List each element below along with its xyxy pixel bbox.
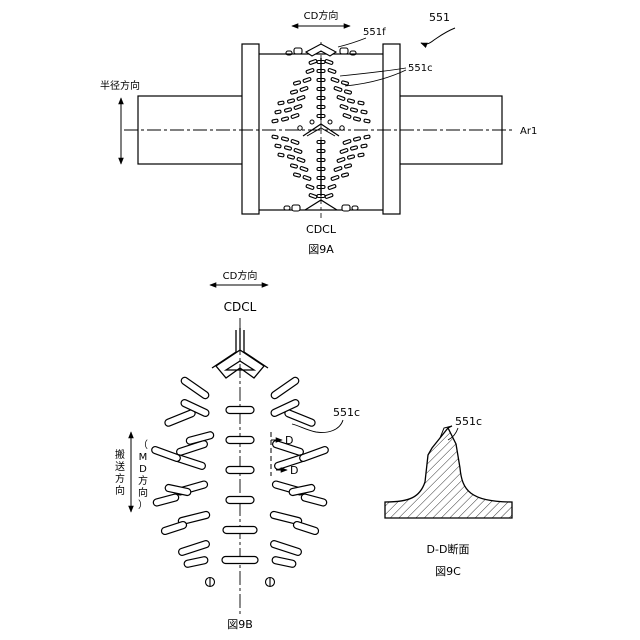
section-mark-lower: D bbox=[290, 464, 298, 477]
fig9b-cdcl-label: CDCL bbox=[224, 300, 257, 314]
svg-text:方: 方 bbox=[115, 472, 125, 485]
fig9b-caption: 図9B bbox=[227, 618, 253, 631]
svg-text:（: （ bbox=[138, 439, 148, 451]
protrusion-left bbox=[178, 540, 211, 557]
ref-551c-9b: 551c bbox=[333, 406, 360, 419]
fig9c-caption: 図9C bbox=[435, 565, 461, 578]
fig9b-md-label: （ M D 方 向 ） bbox=[138, 439, 148, 511]
protrusion-right bbox=[272, 556, 297, 568]
ref-551-leader bbox=[421, 28, 455, 44]
svg-text:M: M bbox=[139, 452, 148, 463]
protrusion-left bbox=[180, 376, 210, 400]
protrusion-right bbox=[270, 540, 303, 557]
protrusion-right bbox=[299, 446, 330, 463]
protrusion-left bbox=[184, 556, 209, 568]
fig9a-roll bbox=[124, 42, 512, 218]
svg-text:方: 方 bbox=[138, 474, 148, 487]
fig9a-cd-label: CD方向 bbox=[304, 9, 339, 22]
protrusion-right bbox=[270, 376, 300, 400]
fig9a-cdcl-label: CDCL bbox=[306, 223, 337, 236]
protrusion-center bbox=[226, 467, 254, 474]
ref-551f: 551f bbox=[363, 27, 386, 38]
fig9b-conveyance-label: 搬 送 方 向 bbox=[115, 448, 125, 497]
protrusion-left bbox=[164, 409, 196, 427]
fig9a-radial-label: 半径方向 bbox=[100, 79, 140, 92]
fig9b-cd-label: CD方向 bbox=[223, 269, 258, 282]
section-mark-upper: D bbox=[285, 434, 293, 447]
svg-text:）: ） bbox=[138, 499, 148, 511]
protrusion-left bbox=[151, 446, 182, 463]
protrusion-left bbox=[161, 521, 188, 536]
ref-551f-leader bbox=[338, 38, 366, 47]
svg-text:搬: 搬 bbox=[115, 448, 125, 461]
fig9a-axis-label: Ar1 bbox=[520, 126, 537, 137]
protrusion-center bbox=[226, 407, 254, 414]
svg-text:向: 向 bbox=[138, 486, 148, 499]
svg-text:送: 送 bbox=[115, 460, 125, 473]
protrusion-center bbox=[223, 527, 257, 534]
protrusion-center bbox=[226, 497, 254, 504]
svg-text:向: 向 bbox=[115, 484, 125, 497]
ref-551: 551 bbox=[429, 11, 450, 24]
left-flange bbox=[242, 44, 259, 214]
protrusion-right bbox=[301, 493, 328, 506]
ref-551c-9c: 551c bbox=[455, 415, 482, 428]
fig9a-caption: 図9A bbox=[308, 243, 334, 256]
svg-text:D: D bbox=[139, 464, 147, 475]
fig9c-section-label: D-D断面 bbox=[427, 542, 470, 556]
ref-551c-9a: 551c bbox=[408, 63, 433, 74]
protrusion-left bbox=[153, 493, 180, 506]
protrusion-right bbox=[284, 409, 316, 427]
protrusion-center bbox=[222, 557, 258, 564]
protrusion-right bbox=[293, 521, 320, 536]
protrusion-center bbox=[226, 437, 254, 444]
